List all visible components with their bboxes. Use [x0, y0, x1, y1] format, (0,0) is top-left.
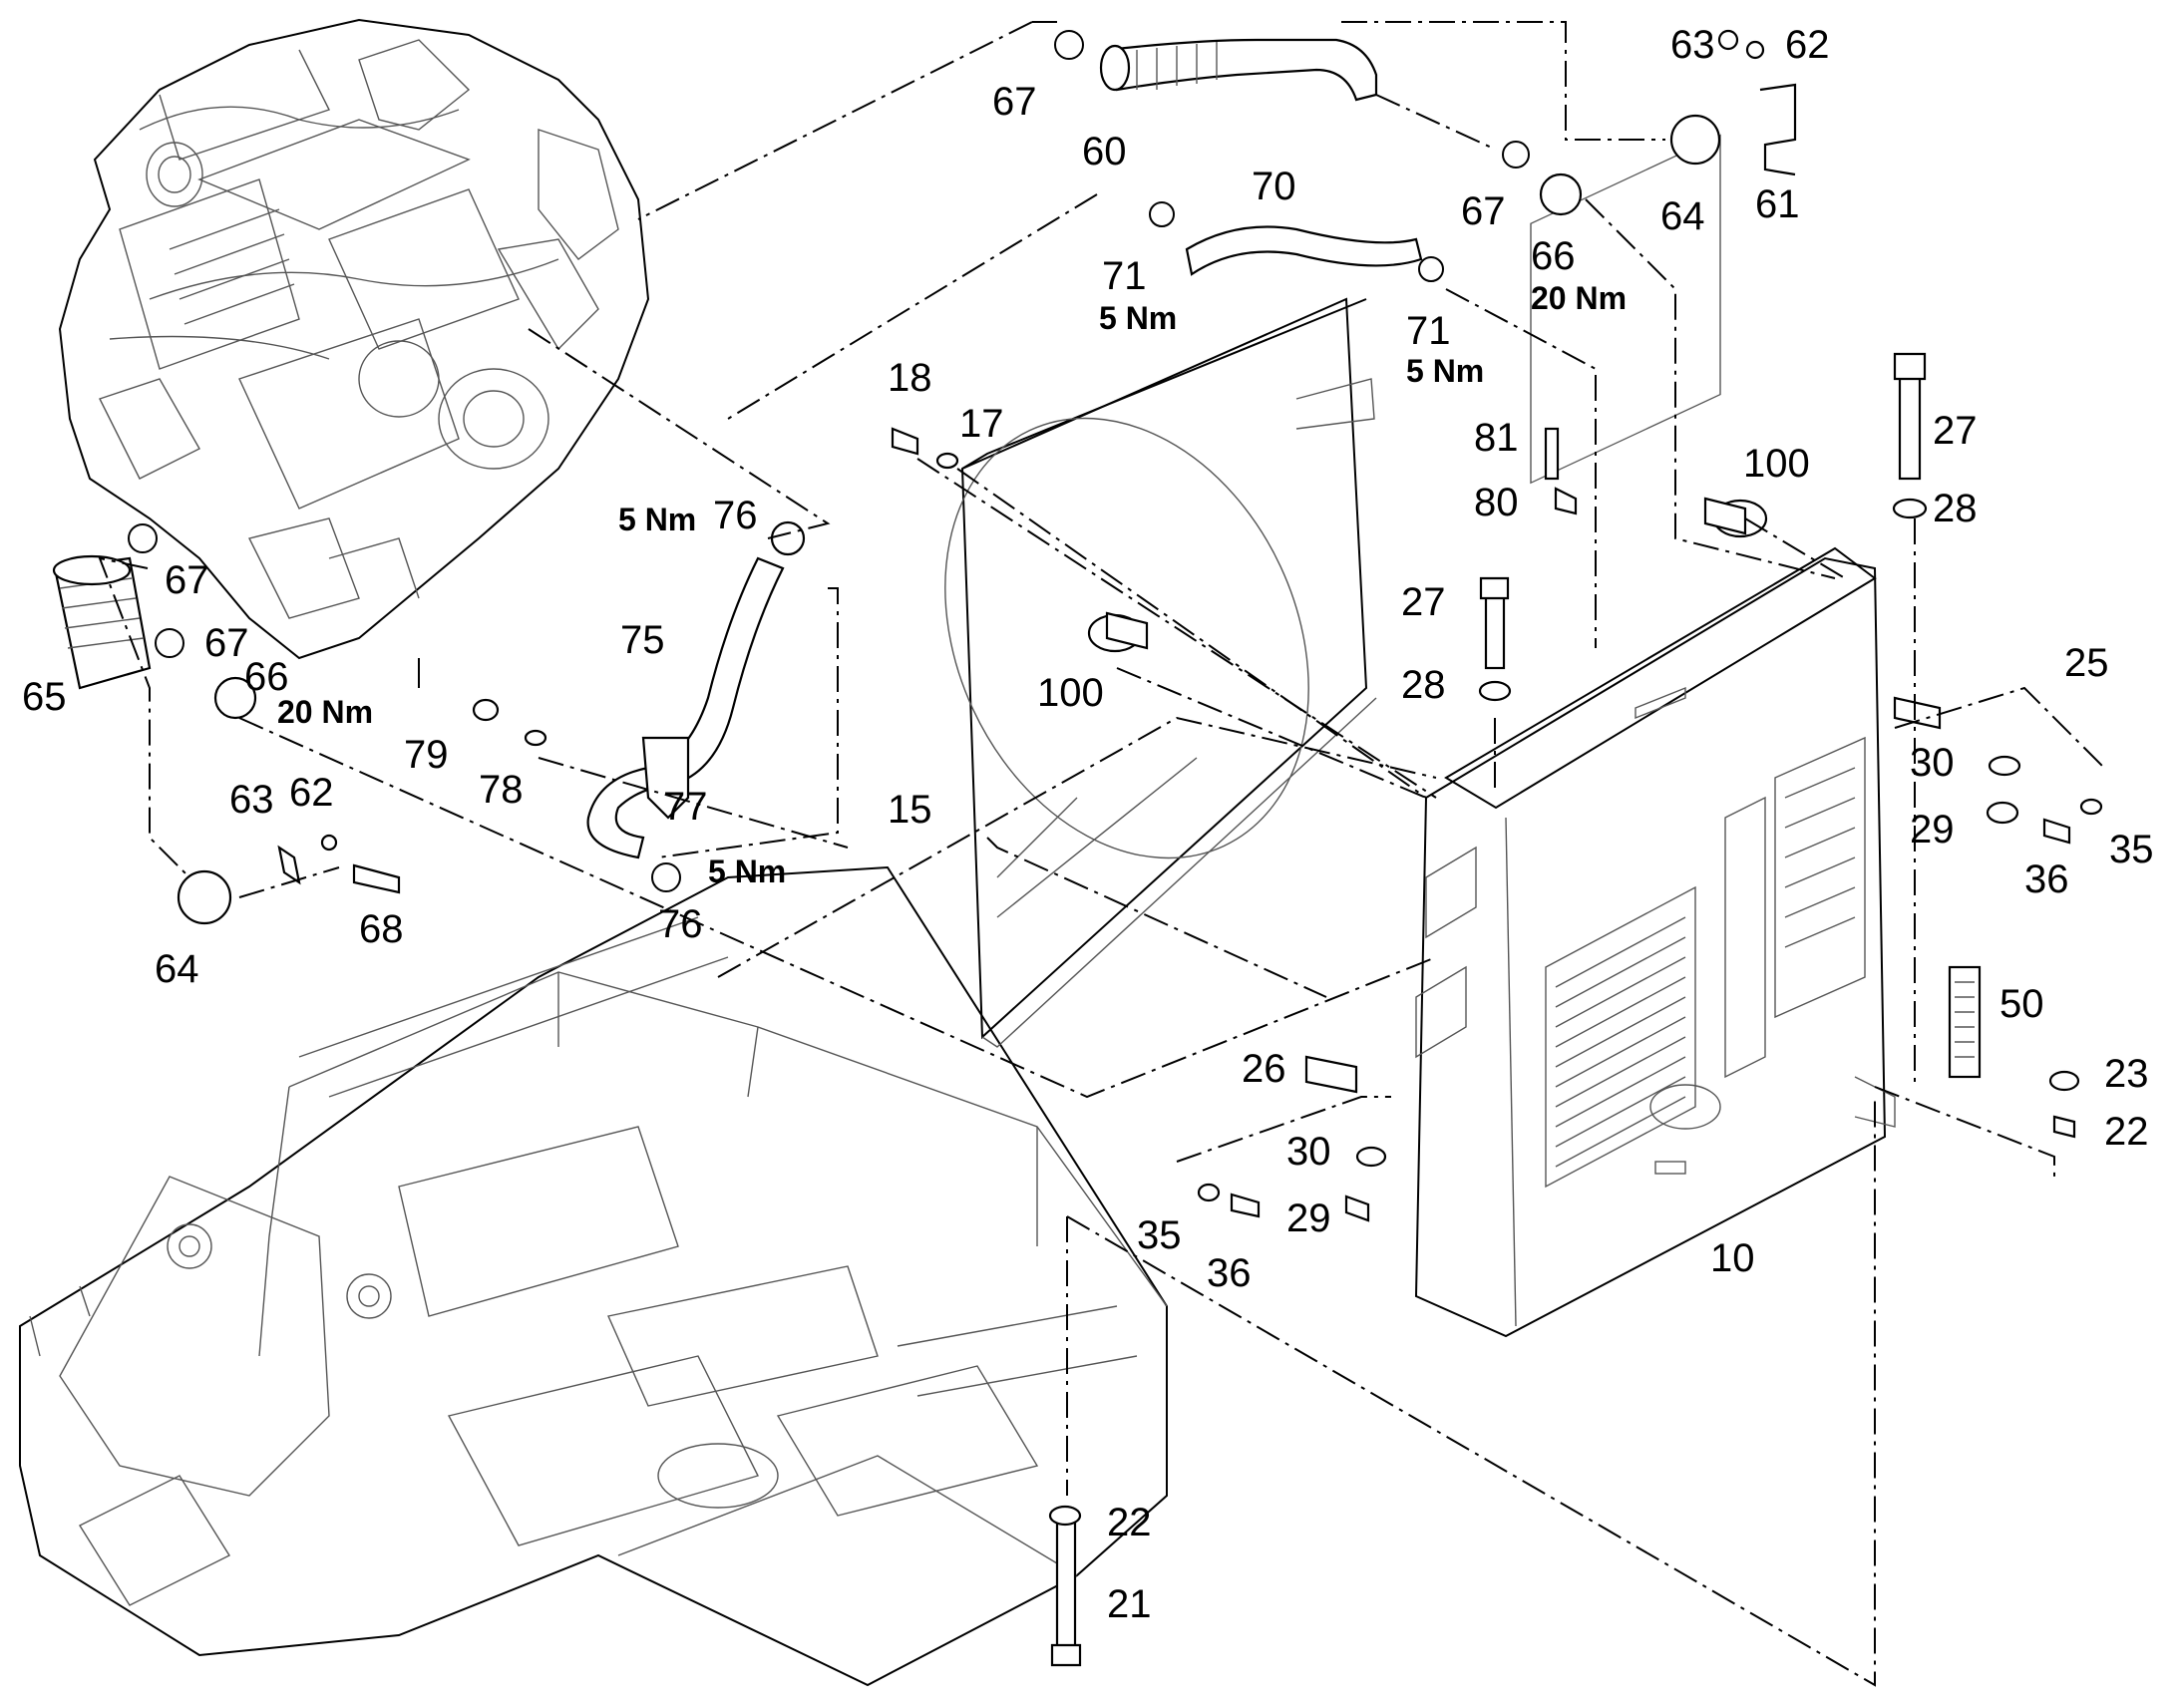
part-label-63: 63	[229, 778, 274, 822]
frame-illustration	[19, 865, 1168, 1687]
part-label-60: 60	[1082, 130, 1127, 173]
part-label-35: 35	[1137, 1213, 1182, 1257]
part-label-75: 75	[620, 618, 665, 662]
part-label-81: 81	[1474, 416, 1519, 460]
part-labels: 67 60 63 62 61 64 67 70 66 71 71 18 17 8…	[22, 23, 2154, 1626]
part-label-76: 76	[658, 902, 703, 946]
part-label-76: 76	[713, 494, 758, 537]
torque-labels: 20 Nm 5 Nm 5 Nm 5 Nm 20 Nm 5 Nm	[277, 280, 1627, 889]
part-label-100: 100	[1743, 442, 1810, 486]
part-label-22: 22	[1107, 1501, 1152, 1544]
part-label-28: 28	[1933, 487, 1978, 530]
part-label-67: 67	[204, 621, 249, 665]
part-label-100: 100	[1037, 671, 1104, 715]
torque-label-76: 5 Nm	[618, 502, 696, 537]
part-label-21: 21	[1107, 1582, 1152, 1626]
part-label-15: 15	[888, 788, 932, 832]
part-label-10: 10	[1710, 1236, 1755, 1280]
part-label-64: 64	[1660, 194, 1705, 238]
part-label-29: 29	[1910, 808, 1955, 852]
part-label-79: 79	[404, 733, 449, 777]
part-label-28: 28	[1401, 663, 1446, 707]
part-label-29: 29	[1286, 1196, 1331, 1240]
part-label-35: 35	[2109, 828, 2154, 871]
brackets-and-fasteners-illustration	[277, 29, 1982, 1094]
part-label-71: 71	[1102, 254, 1147, 298]
part-label-18: 18	[888, 356, 932, 400]
part-label-26: 26	[1242, 1047, 1286, 1091]
part-label-65: 65	[22, 675, 67, 719]
part-label-77: 77	[663, 785, 708, 829]
part-label-80: 80	[1474, 481, 1519, 524]
hose-60-illustration	[1099, 38, 1378, 102]
part-label-30: 30	[1910, 741, 1955, 785]
part-label-66: 66	[1531, 234, 1576, 278]
part-label-71: 71	[1406, 309, 1451, 353]
part-label-27: 27	[1401, 580, 1446, 624]
part-label-61: 61	[1755, 182, 1800, 226]
torque-label-66: 20 Nm	[277, 694, 373, 730]
part-label-67: 67	[165, 558, 209, 602]
hose-70-illustration	[1185, 225, 1423, 276]
torque-label-71: 5 Nm	[1099, 300, 1177, 336]
radiator-illustration	[1414, 134, 1896, 1338]
part-label-25: 25	[2064, 641, 2109, 685]
part-label-62: 62	[289, 771, 334, 815]
part-label-66: 66	[244, 655, 289, 699]
part-label-64: 64	[155, 947, 199, 991]
hose-65-illustration	[52, 554, 152, 690]
part-label-67: 67	[1461, 189, 1506, 233]
part-label-50: 50	[1999, 982, 2044, 1026]
part-label-17: 17	[959, 402, 1004, 446]
part-label-23: 23	[2104, 1052, 2149, 1096]
part-label-68: 68	[359, 907, 404, 951]
fan-shroud-illustration	[944, 297, 1377, 1048]
part-label-67: 67	[992, 80, 1037, 124]
part-label-36: 36	[1207, 1251, 1252, 1295]
assembly-lines	[98, 21, 2105, 1687]
torque-label-71: 5 Nm	[1406, 353, 1484, 389]
part-label-62: 62	[1785, 23, 1830, 67]
clamps-illustration	[128, 30, 1721, 925]
bolts-illustration	[472, 352, 2103, 1667]
part-label-63: 63	[1670, 23, 1715, 67]
part-label-27: 27	[1933, 409, 1978, 453]
torque-label-76: 5 Nm	[708, 854, 786, 889]
engine-illustration	[58, 18, 650, 688]
part-label-36: 36	[2024, 857, 2069, 901]
torque-label-66: 20 Nm	[1531, 280, 1627, 316]
part-label-22: 22	[2104, 1110, 2149, 1154]
part-label-78: 78	[479, 768, 524, 812]
part-label-30: 30	[1286, 1130, 1331, 1174]
part-label-70: 70	[1252, 165, 1296, 208]
